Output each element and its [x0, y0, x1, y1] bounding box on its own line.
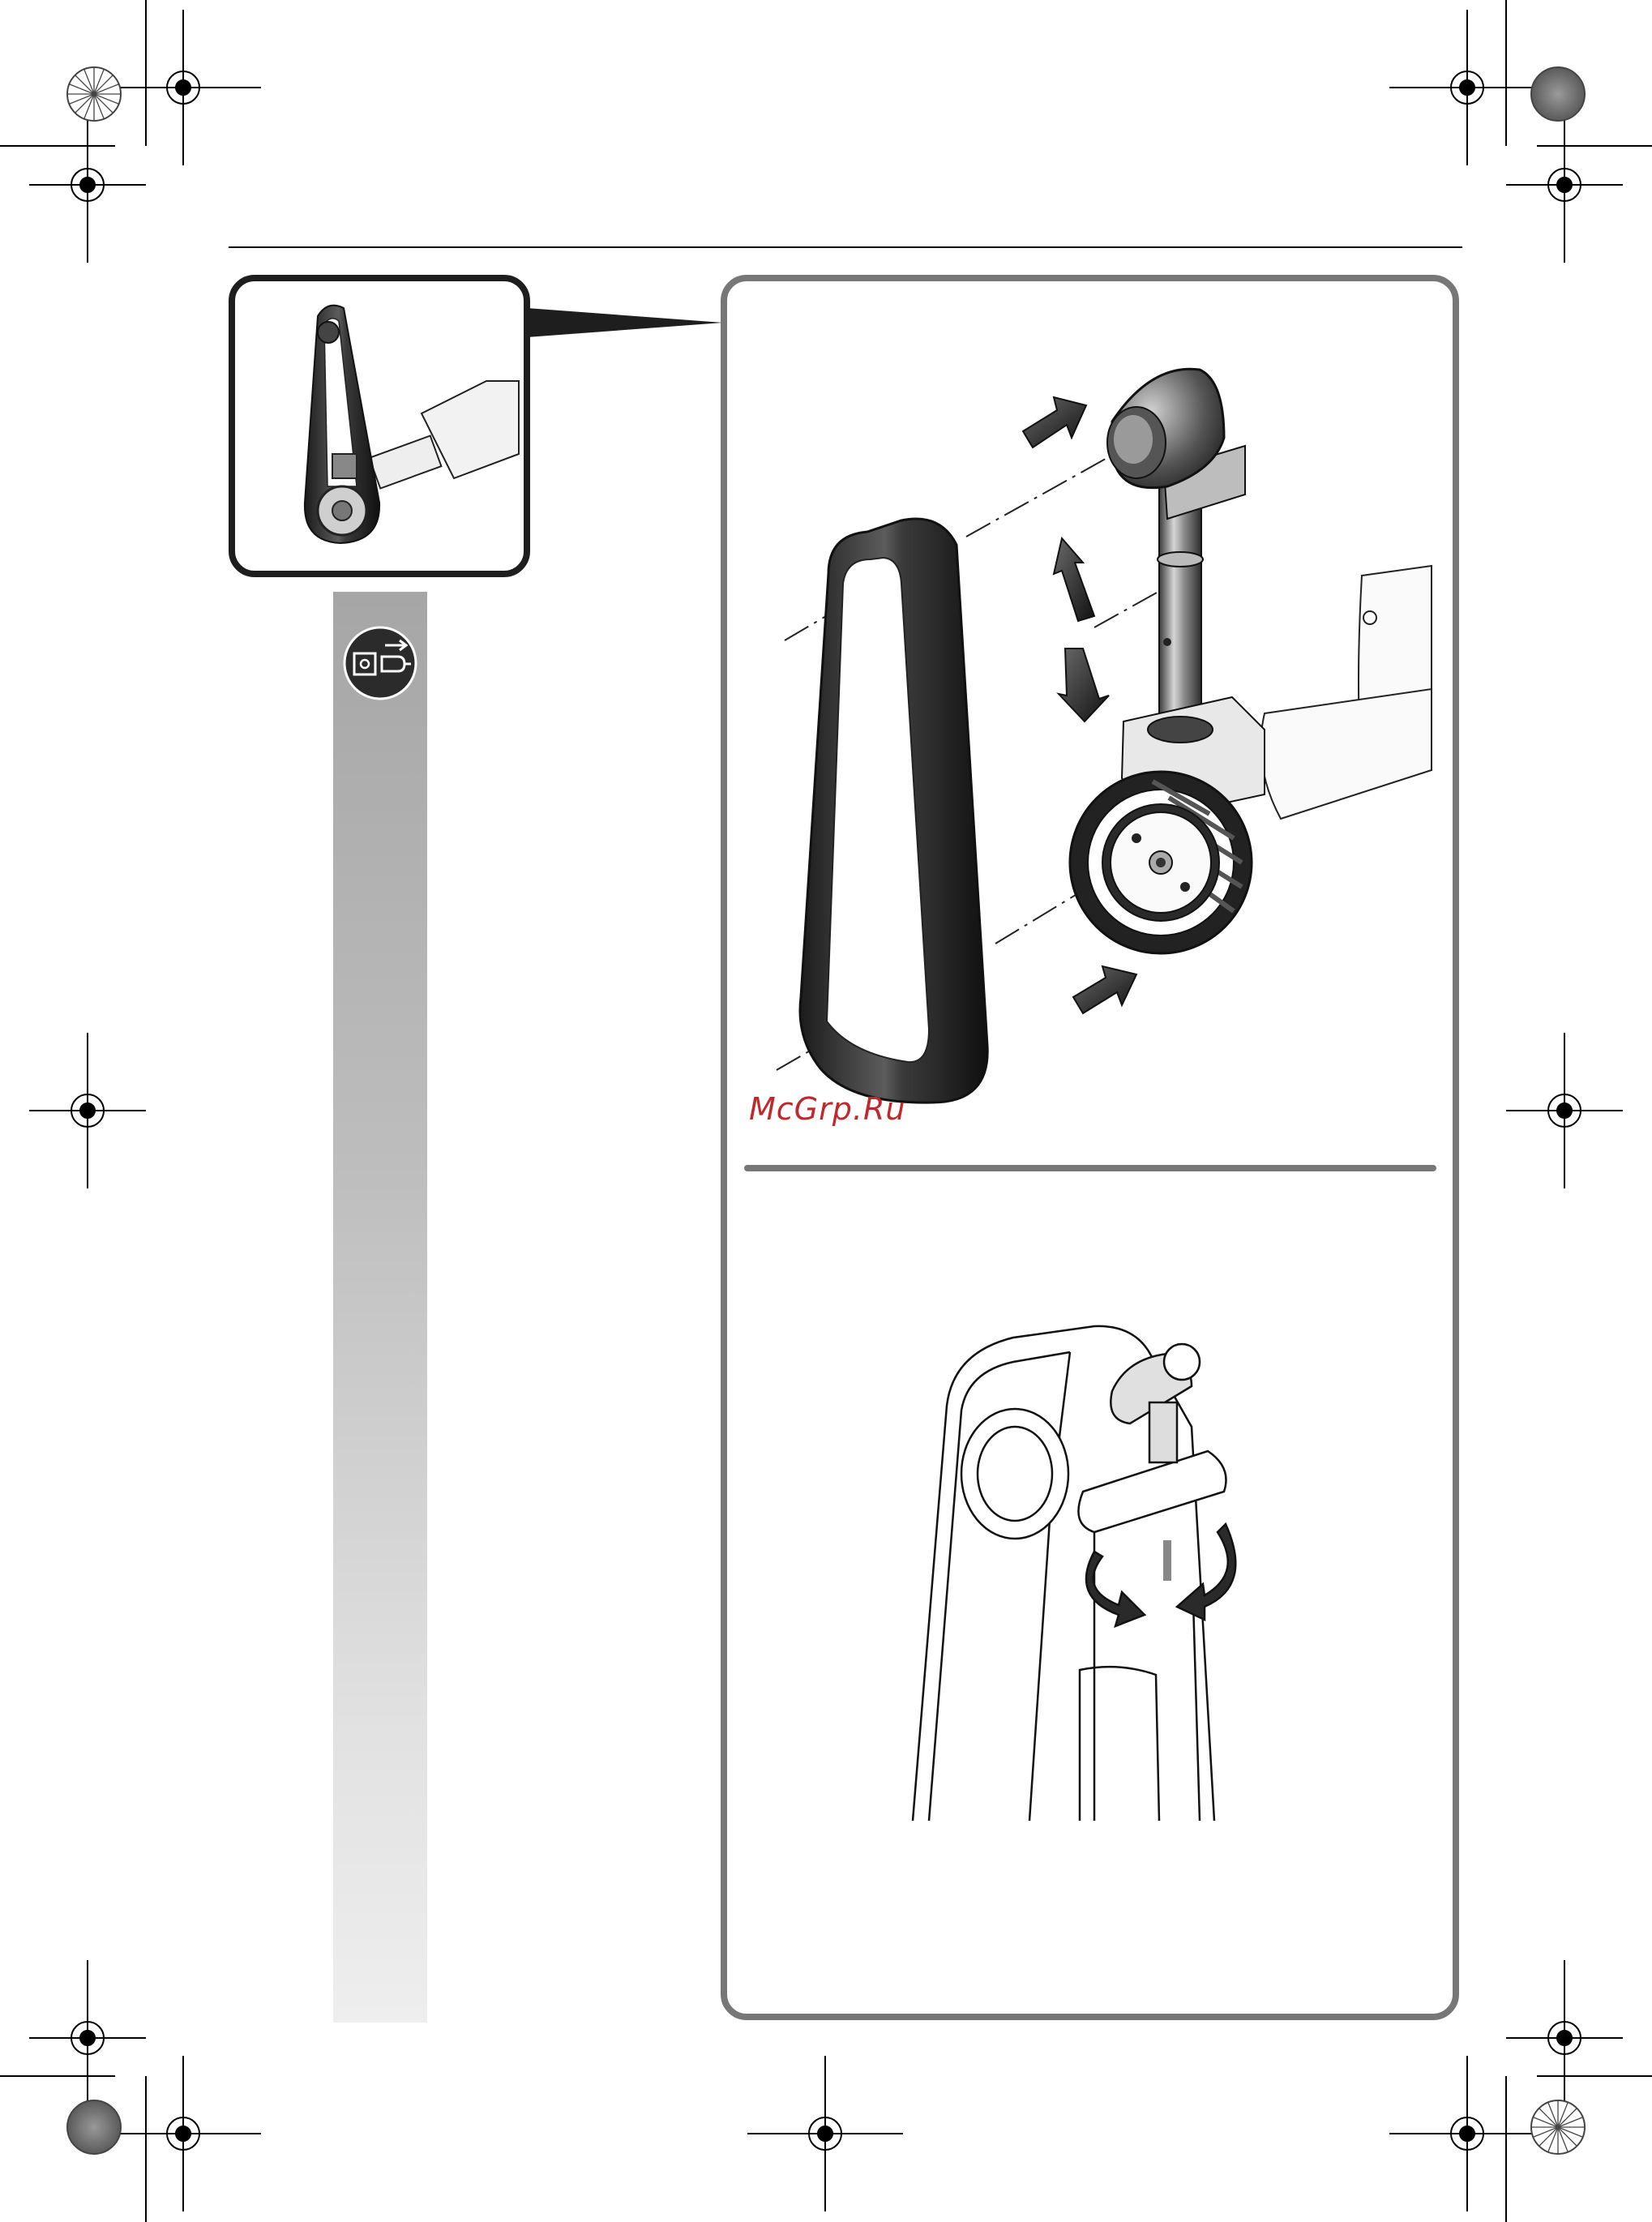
watermark-text: McGrp.Ru: [749, 1091, 905, 1127]
instruction-sidebar: [333, 592, 427, 2023]
belt-sander-attachment-overview: [232, 278, 723, 574]
unplug-before-work-icon: [343, 626, 417, 700]
belt-installation-exploded-view: [777, 369, 1432, 1102]
belt-tracking-adjustment-view: [913, 1326, 1235, 1821]
